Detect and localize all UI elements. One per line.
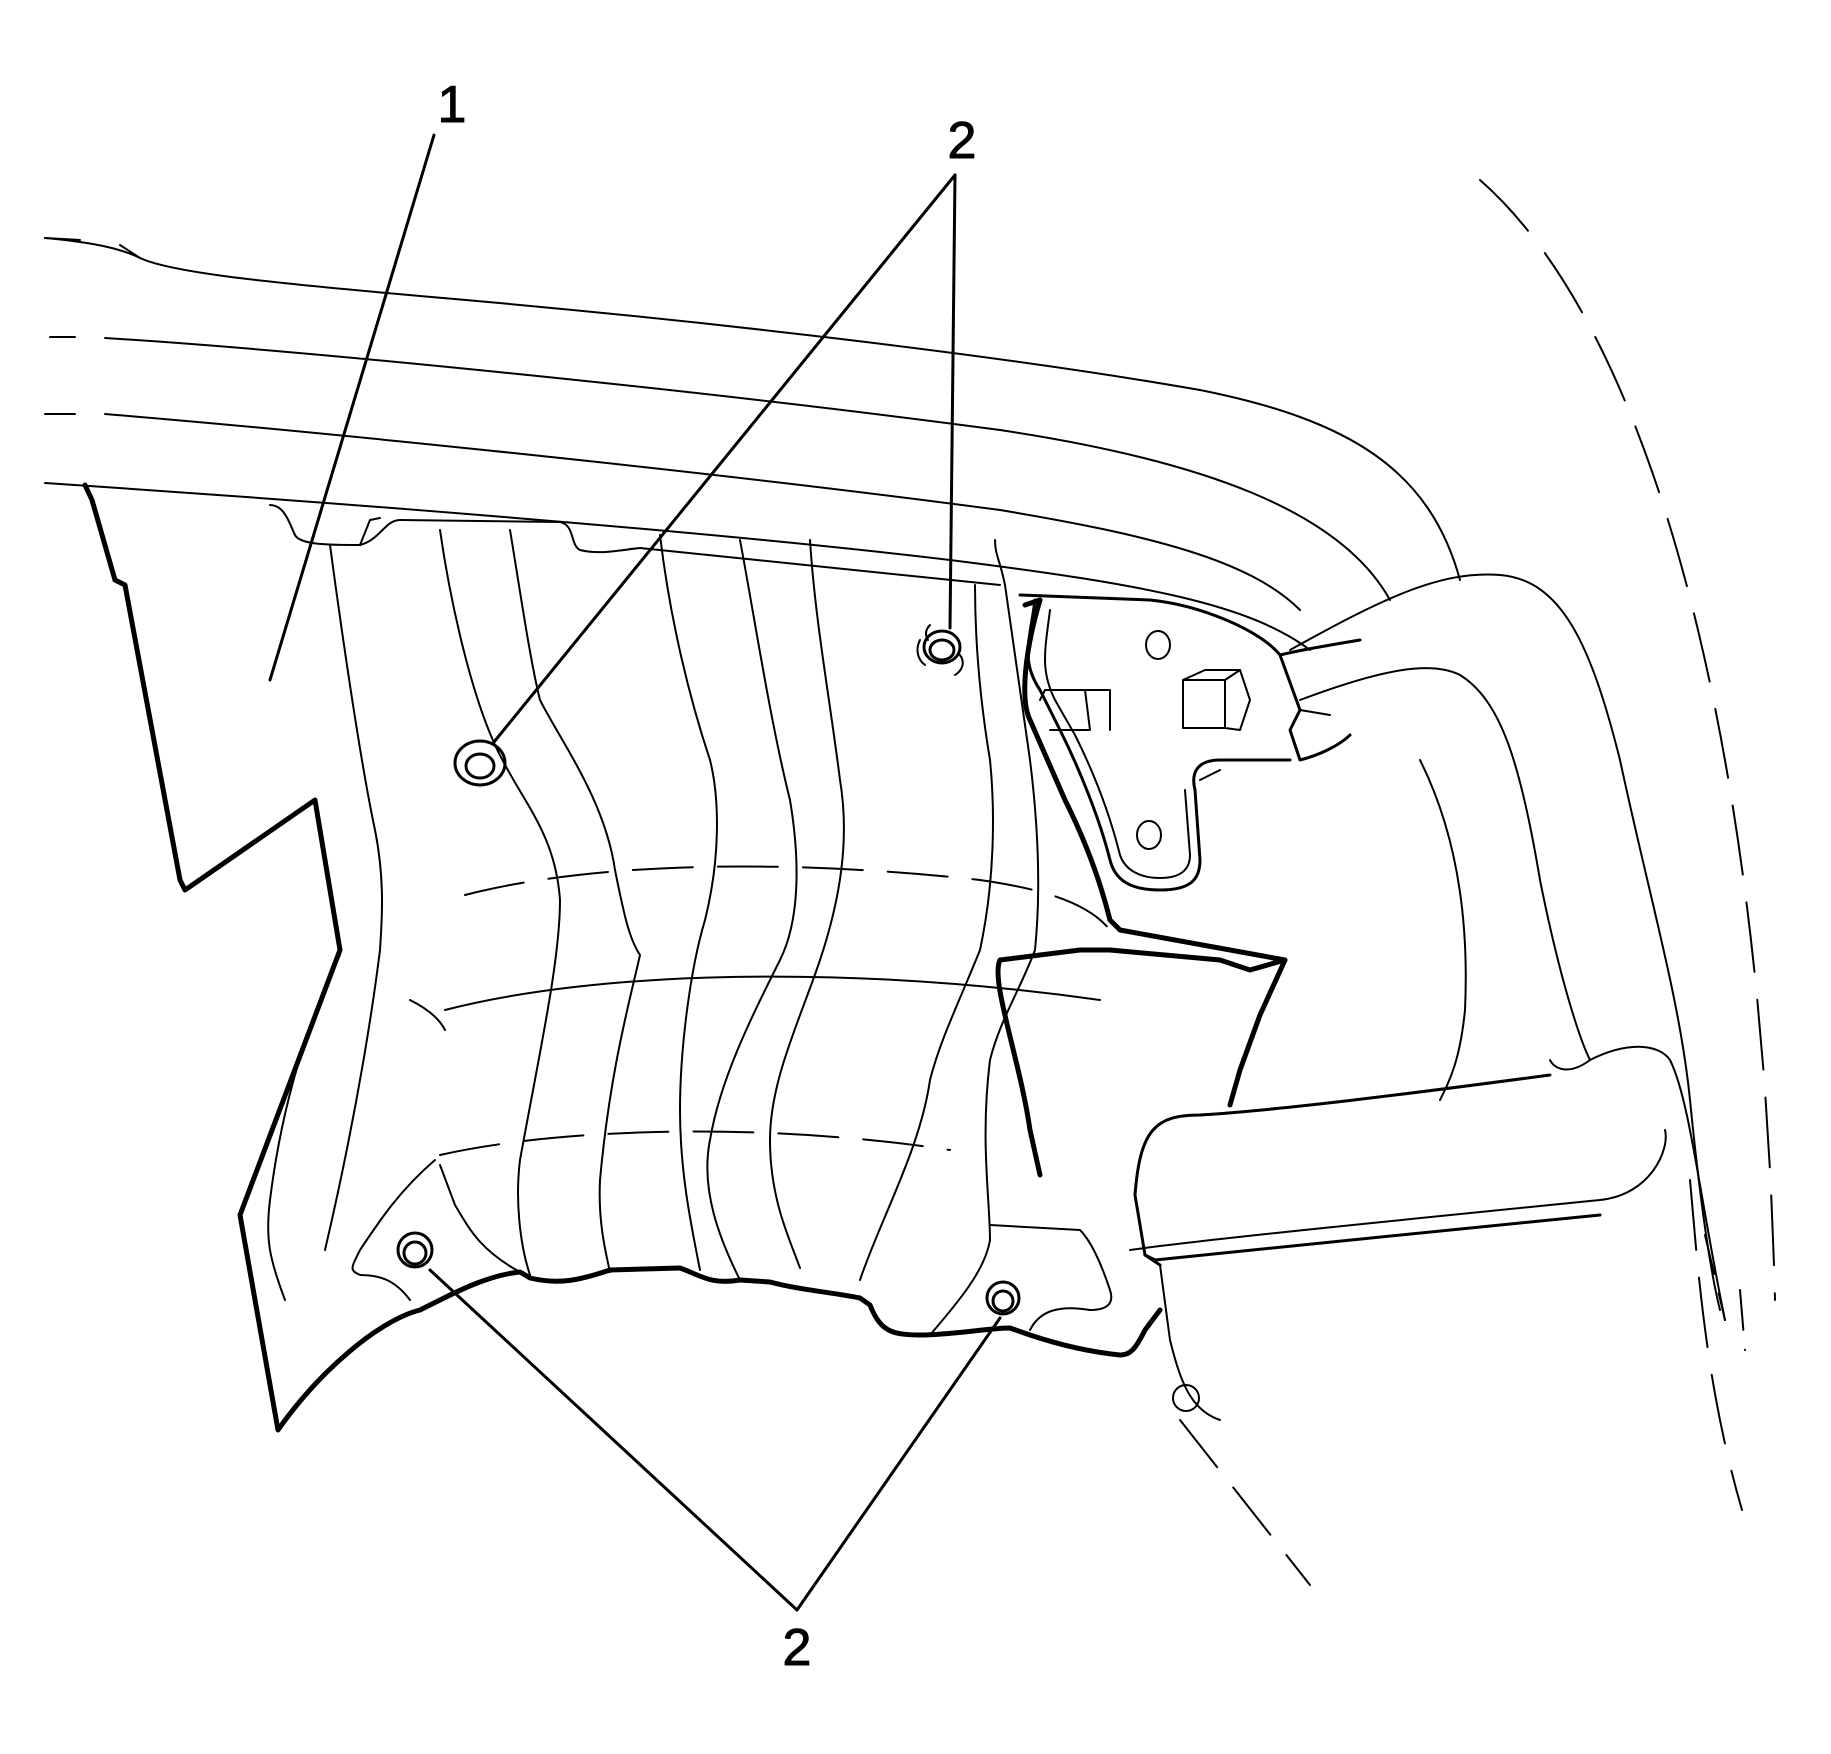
wheel-opening-curves xyxy=(1129,573,1726,1321)
fastener-lower-left xyxy=(396,1231,434,1269)
callout-1: 1 xyxy=(438,76,467,134)
body-outline-dashed xyxy=(1179,179,1776,1586)
callout-2-bottom: 2 xyxy=(783,1619,812,1677)
leader-2-lower-right xyxy=(795,1316,1002,1612)
bumper-fascia-rails xyxy=(44,237,1461,651)
leader-2-upper-left xyxy=(492,173,957,744)
leader-2-lower-left xyxy=(428,1268,799,1612)
tow-bracket xyxy=(1018,593,1362,892)
shield-cross-contours xyxy=(409,865,1111,1156)
lower-bosses xyxy=(351,1159,1221,1421)
lower-crossbar xyxy=(1133,1073,1602,1267)
fastener-lower-right xyxy=(985,1280,1021,1316)
fastener-upper-left xyxy=(453,739,507,787)
fasteners xyxy=(396,624,1021,1316)
callout-labels: 1 2 2 xyxy=(437,76,977,1678)
leader-2-upper-right xyxy=(948,173,957,630)
callout-2-top: 2 xyxy=(948,112,977,170)
shield-outline xyxy=(82,482,1288,1433)
leader-lines xyxy=(268,133,1002,1612)
shield-top-edge xyxy=(269,504,1001,586)
leader-1 xyxy=(268,133,436,682)
fastener-upper-right xyxy=(916,624,964,676)
